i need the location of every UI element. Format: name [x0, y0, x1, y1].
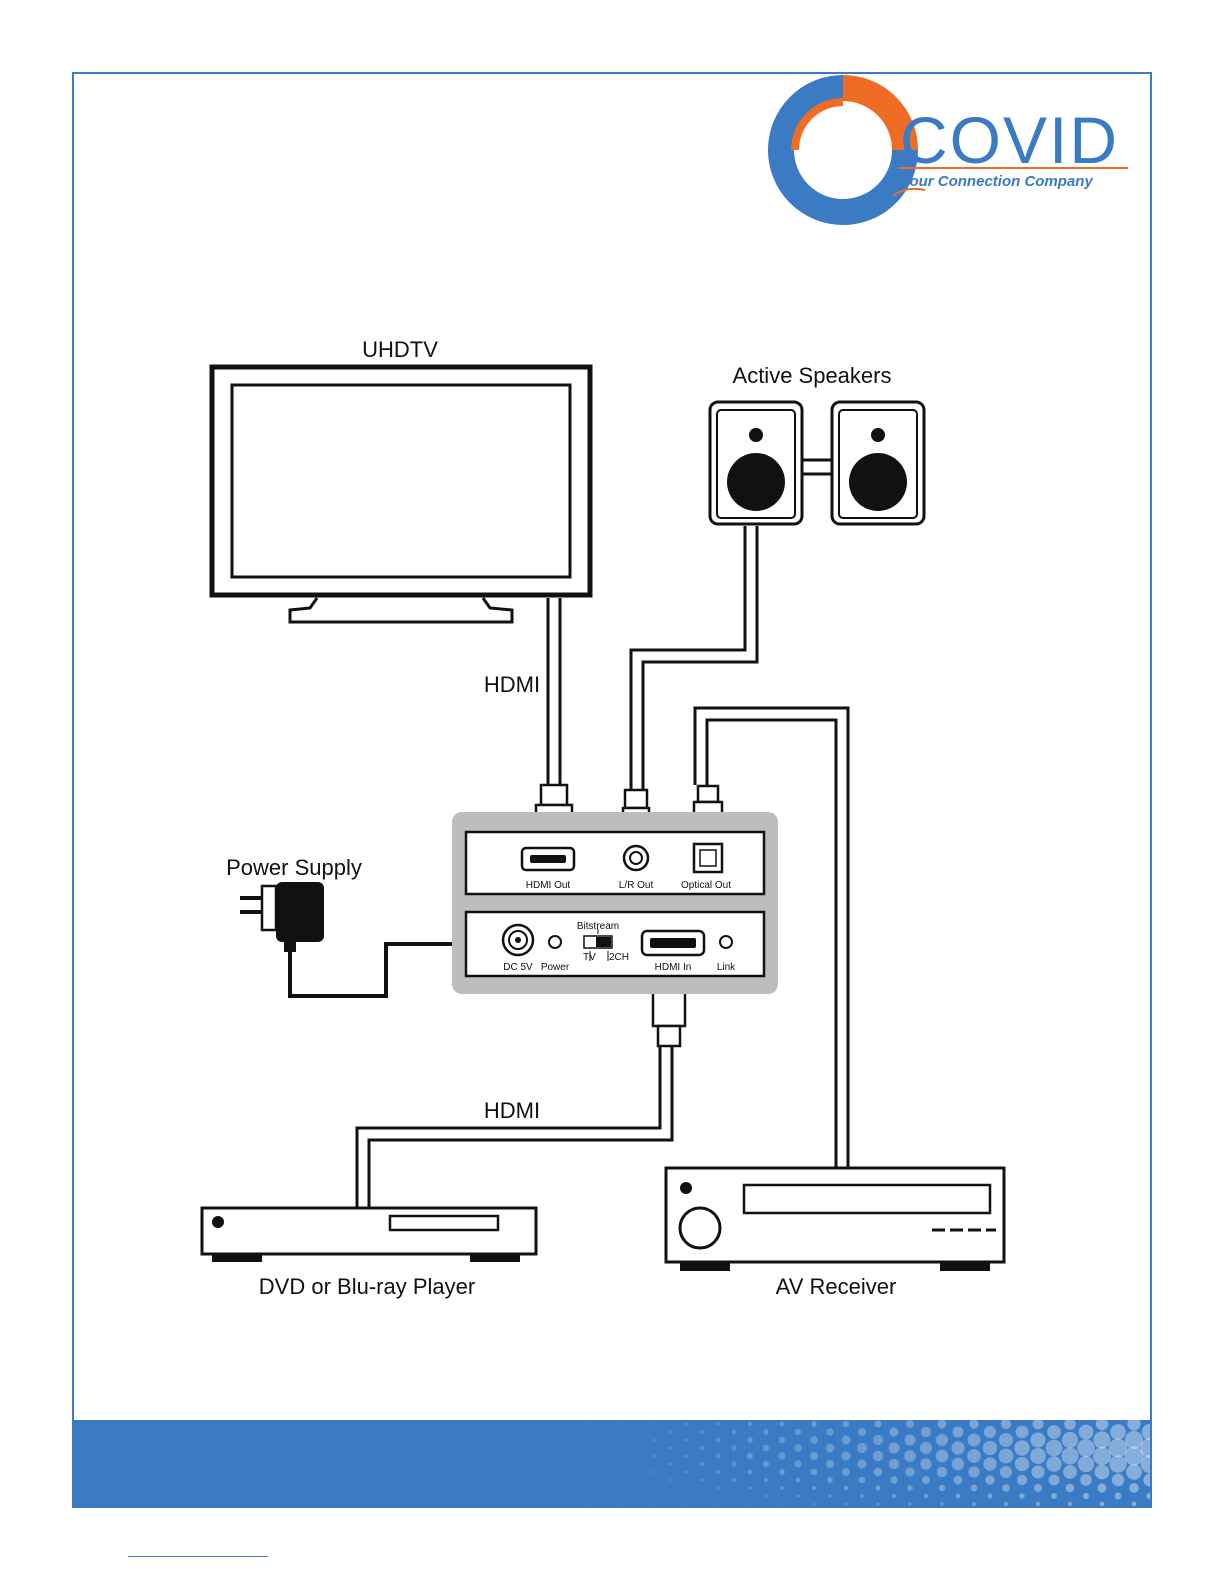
switch-label-2ch: 2CH: [609, 952, 629, 963]
tv-icon: [212, 367, 590, 622]
cable-player-hdmi: [357, 1046, 660, 1208]
port-label-lr-out: L/R Out: [619, 880, 654, 891]
cable-label-top: HDMI: [484, 672, 540, 697]
port-label-optical-out: Optical Out: [681, 880, 731, 891]
port-label-hdmi-in: HDMI In: [655, 962, 692, 973]
dvd-player-icon: [202, 1208, 536, 1262]
cable-speakers-lr: [631, 526, 745, 790]
optical-out-port: [694, 844, 722, 872]
dc-5v-port: [503, 925, 533, 955]
port-label-power: Power: [541, 962, 570, 973]
speakers-icon: [710, 402, 924, 524]
cable-power: [290, 944, 474, 996]
port-label-link: Link: [717, 962, 736, 973]
port-label-hdmi-out: HDMI Out: [526, 880, 571, 891]
hdmi-out-port: [522, 848, 574, 870]
link-led-icon: [720, 936, 732, 948]
logo-tagline: Your Connection Company: [900, 173, 1093, 190]
av-receiver-icon: [666, 1168, 1004, 1271]
footer-dot-pattern: [74, 1420, 1150, 1506]
footer-underline: [128, 1556, 268, 1557]
port-label-dc: DC 5V: [503, 962, 533, 973]
player-label: DVD or Blu-ray Player: [259, 1274, 475, 1299]
tv-label: UHDTV: [362, 337, 438, 362]
logo-wordmark: COVID: [900, 103, 1119, 177]
cable-label-bottom: HDMI: [484, 1098, 540, 1123]
lr-out-port: [624, 846, 648, 870]
speakers-label: Active Speakers: [733, 363, 892, 388]
covid-logo: COVID Your Connection Company: [781, 88, 1128, 212]
hdmi-in-port: [642, 931, 704, 955]
power-adapter-icon: [240, 882, 324, 952]
power-supply-label: Power Supply: [226, 855, 362, 880]
receiver-label: AV Receiver: [776, 1274, 897, 1299]
footer-band: [74, 1420, 1150, 1506]
switch-label-bitstream: Bitstream: [577, 921, 619, 932]
switch-label-tv: TV: [583, 952, 596, 963]
logo-ring-icon: [781, 88, 905, 212]
converter-device: HDMI Out L/R Out Optical Out Bitstream T…: [452, 812, 778, 994]
power-led-icon: [549, 936, 561, 948]
